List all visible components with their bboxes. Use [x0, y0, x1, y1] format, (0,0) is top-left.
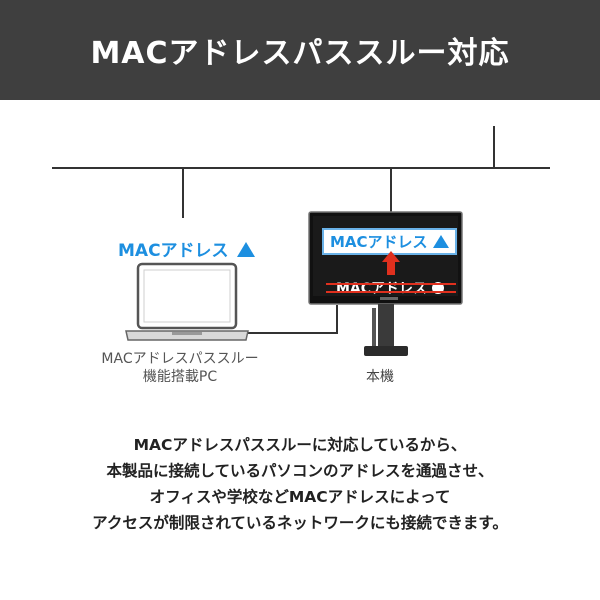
description-text: MACアドレスパススルーに対応しているから、 本製品に接続しているパソコンのアド…	[0, 432, 600, 536]
pc-to-monitor-cable	[236, 305, 338, 334]
screen-mac-label: MACアドレス	[330, 233, 428, 251]
pc-mac-label-text: MACアドレス	[118, 241, 229, 261]
pc-mac-address-label: MACアドレス	[118, 236, 255, 261]
network-lines	[52, 126, 550, 334]
network-diagram: MACアドレス MACアドレス	[52, 126, 550, 356]
description-line-2: 本製品に接続しているパソコンのアドレスを通過させ、	[106, 462, 494, 480]
description-line-1: MACアドレスパススルーに対応しているから、	[133, 436, 467, 454]
red-arrow-up-icon	[382, 251, 400, 275]
page-title: MACアドレスパススルー対応	[90, 36, 510, 71]
blue-triangle-icon	[433, 235, 449, 248]
old-mac-label-group: MACアドレス	[326, 281, 456, 297]
pc-caption: MACアドレスパススルー 機能搭載PC	[70, 350, 290, 386]
description-line-3: オフィスや学校などMACアドレスによって	[149, 488, 451, 506]
monitor-caption: 本機	[366, 369, 394, 385]
laptop-icon	[125, 262, 249, 341]
pc-caption-line-2: 機能搭載PC	[142, 369, 218, 385]
pc-caption-line-1: MACアドレスパススルー	[101, 351, 259, 367]
header-banner: MACアドレスパススルー対応	[0, 0, 600, 100]
screen-mac-box: MACアドレス	[322, 228, 457, 255]
description-line-4: アクセスが制限されているネットワークにも接続できます。	[92, 514, 508, 532]
blue-triangle-icon	[236, 242, 255, 257]
